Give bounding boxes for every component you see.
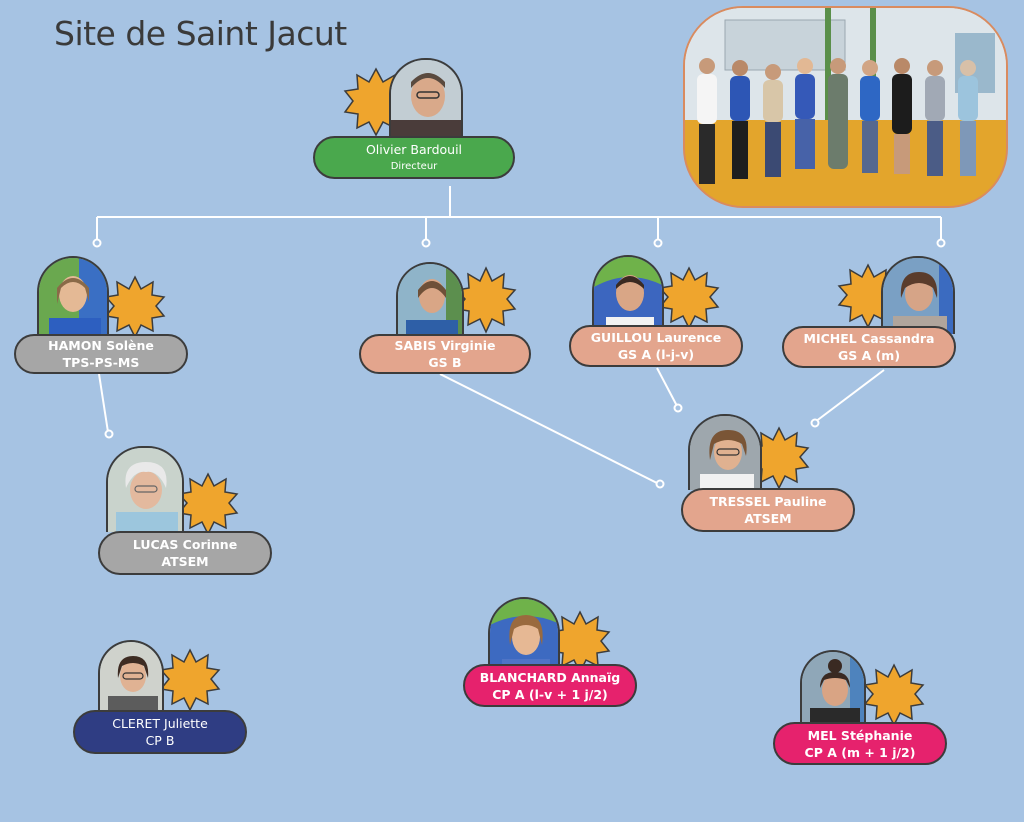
staff-name: MICHEL Cassandra — [803, 331, 935, 346]
staff-role: GS A (m) — [837, 348, 901, 363]
director-name: Olivier Bardouil — [365, 141, 463, 157]
staff-role: CP B — [145, 733, 175, 748]
staff-label-mel: MEL Stéphanie CP A (m + 1 j/2) — [773, 722, 947, 765]
staff-name: HAMON Solène — [48, 338, 154, 353]
connector-guillou-tressel — [656, 367, 678, 407]
photo-avatar — [592, 255, 664, 335]
staff-name: BLANCHARD Annaïg — [479, 669, 621, 685]
staff-label-cleret: CLERET Juliette CP B — [73, 710, 247, 754]
connector-dot — [104, 429, 114, 439]
connector-dot — [92, 238, 102, 248]
photo-avatar — [396, 262, 464, 336]
photo-avatar — [881, 256, 955, 334]
photo-avatar — [688, 414, 762, 490]
staff-label-sabis: SABIS Virginie GS B — [359, 334, 531, 374]
connector-dot — [810, 418, 820, 428]
staff-role: CP A (l-v + 1 j/2) — [492, 686, 608, 702]
staff-name: SABIS Virginie — [394, 338, 496, 353]
photo-avatar — [106, 446, 184, 532]
staff-name: GUILLOU Laurence — [590, 330, 722, 345]
staff-role: ATSEM — [744, 511, 792, 526]
sunburst-icon — [159, 648, 221, 712]
connector-sabis-tressel — [439, 373, 658, 484]
photo-avatar — [488, 597, 560, 677]
connector-dot — [653, 238, 663, 248]
staff-name: CLERET Juliette — [112, 716, 208, 731]
connector-dot — [421, 238, 431, 248]
director-role: Directeur — [390, 160, 438, 172]
connector-dot — [655, 479, 665, 489]
connector-hamon-lucas — [98, 373, 109, 433]
page-title: Site de Saint Jacut — [54, 14, 347, 53]
staff-role: ATSEM — [161, 554, 209, 569]
director-label: Olivier Bardouil Directeur — [313, 136, 515, 179]
staff-label-lucas: LUCAS Corinne ATSEM — [98, 531, 272, 575]
sunburst-icon — [104, 275, 166, 339]
connector-dot — [673, 403, 683, 413]
sunburst-icon — [177, 472, 239, 536]
sunburst-icon — [658, 266, 720, 330]
staff-label-tressel: TRESSEL Pauline ATSEM — [681, 488, 855, 532]
photo-avatar — [389, 58, 463, 138]
staff-name: MEL Stéphanie — [807, 727, 913, 743]
photo-avatar — [37, 256, 109, 336]
staff-role: CP A (m + 1 j/2) — [804, 744, 916, 760]
connector-dot — [936, 238, 946, 248]
staff-role: TPS-PS-MS — [62, 355, 140, 370]
staff-label-blanchard: BLANCHARD Annaïg CP A (l-v + 1 j/2) — [463, 664, 637, 707]
staff-label-michel: MICHEL Cassandra GS A (m) — [782, 326, 956, 368]
connector-michel-tressel — [814, 369, 885, 423]
staff-name: LUCAS Corinne — [132, 537, 238, 552]
sunburst-icon — [455, 266, 517, 334]
staff-label-hamon: HAMON Solène TPS-PS-MS — [14, 334, 188, 374]
staff-label-guillou: GUILLOU Laurence GS A (l-j-v) — [569, 325, 743, 367]
staff-name: TRESSEL Pauline — [709, 494, 827, 509]
team-group-photo — [683, 6, 1008, 208]
staff-role: GS B — [428, 355, 462, 370]
staff-role: GS A (l-j-v) — [617, 347, 695, 362]
photo-avatar — [800, 650, 866, 724]
photo-avatar — [98, 640, 164, 712]
sunburst-icon — [863, 663, 925, 727]
